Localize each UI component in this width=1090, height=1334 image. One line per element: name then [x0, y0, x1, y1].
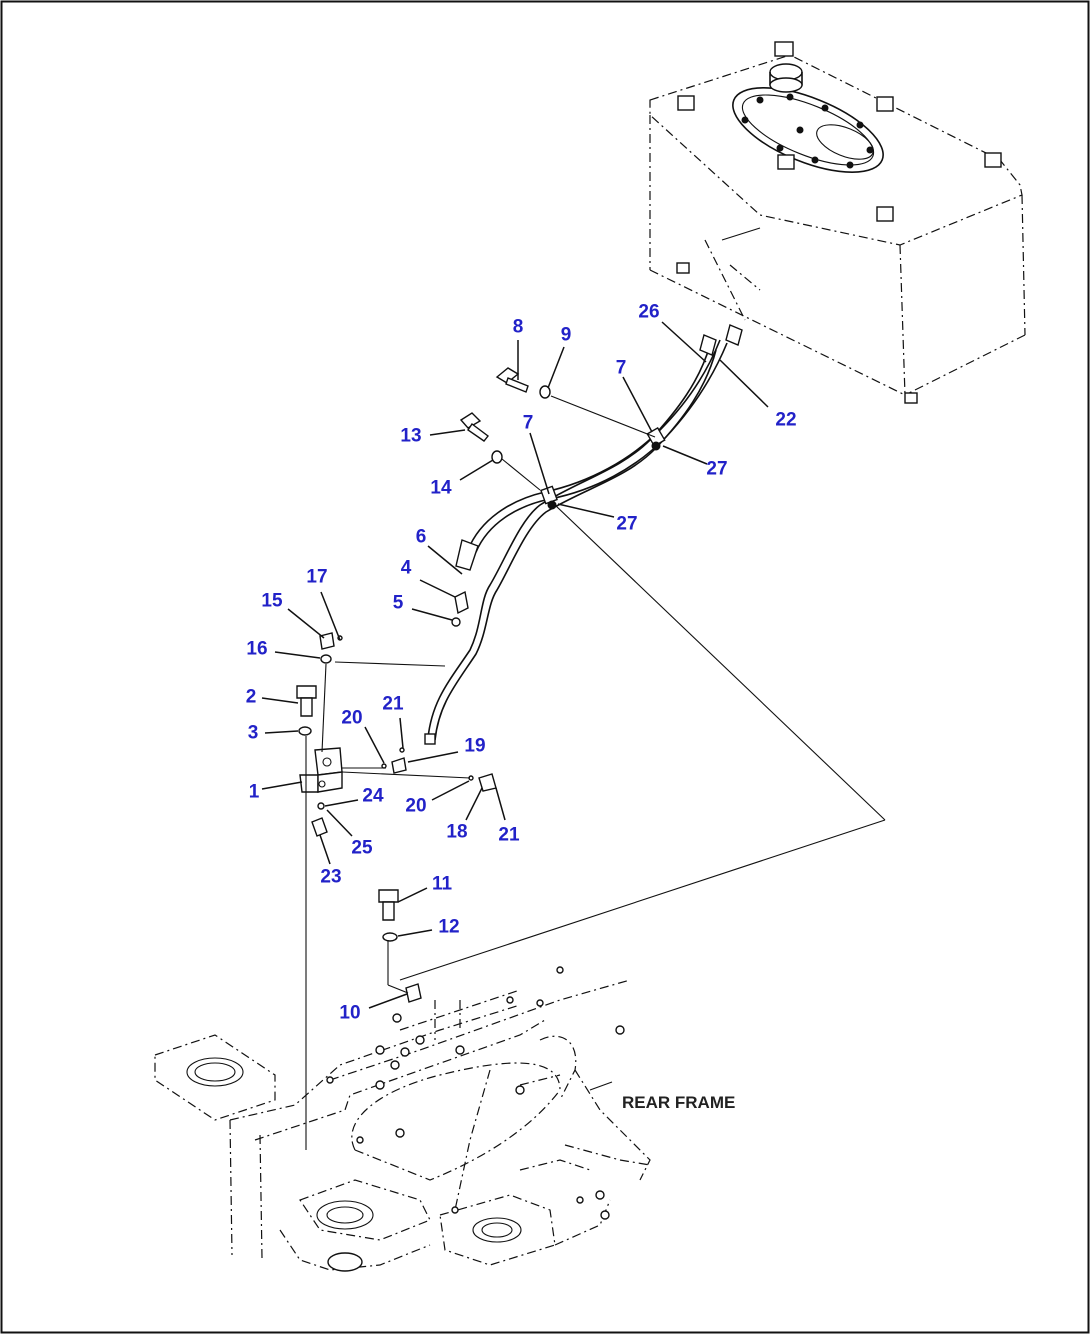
callout-15: 15	[261, 590, 283, 612]
callout-22: 22	[775, 409, 797, 431]
callout-9: 9	[560, 324, 572, 346]
callout-11: 11	[431, 873, 453, 895]
callout-6: 6	[415, 526, 427, 548]
callout-21-upper: 21	[382, 693, 404, 715]
callout-1: 1	[248, 781, 260, 803]
small-parts	[296, 367, 551, 1003]
callout-25: 25	[351, 837, 373, 859]
callout-13: 13	[400, 425, 422, 447]
callout-10: 10	[339, 1002, 361, 1024]
callout-3: 3	[247, 722, 259, 744]
hydraulic-tank	[649, 41, 1026, 404]
callout-20-upper: 20	[341, 707, 363, 729]
callout-5: 5	[392, 592, 404, 614]
callout-21-lower: 21	[498, 824, 520, 846]
phantom-lines	[305, 395, 886, 1150]
callout-14: 14	[430, 477, 452, 499]
callout-2: 2	[245, 686, 257, 708]
callout-27-upper: 27	[706, 458, 728, 480]
callout-7-lower: 7	[522, 412, 534, 434]
callout-20-lower: 20	[405, 795, 427, 817]
callout-23: 23	[320, 866, 342, 888]
callout-8: 8	[512, 316, 524, 338]
callout-24: 24	[362, 785, 384, 807]
callout-27-lower: 27	[616, 513, 638, 535]
leader-lines	[261, 321, 769, 1009]
callout-7-upper: 7	[615, 357, 627, 379]
callout-12: 12	[438, 916, 460, 938]
hose-assembly	[424, 324, 743, 745]
rear-frame-label: REAR FRAME	[622, 1093, 736, 1112]
callout-19: 19	[464, 735, 486, 757]
callout-17: 17	[306, 566, 328, 588]
callout-18: 18	[446, 821, 468, 843]
callout-16: 16	[246, 638, 268, 660]
rear-frame	[154, 966, 651, 1272]
callout-4: 4	[400, 557, 412, 579]
callout-26: 26	[638, 301, 660, 323]
